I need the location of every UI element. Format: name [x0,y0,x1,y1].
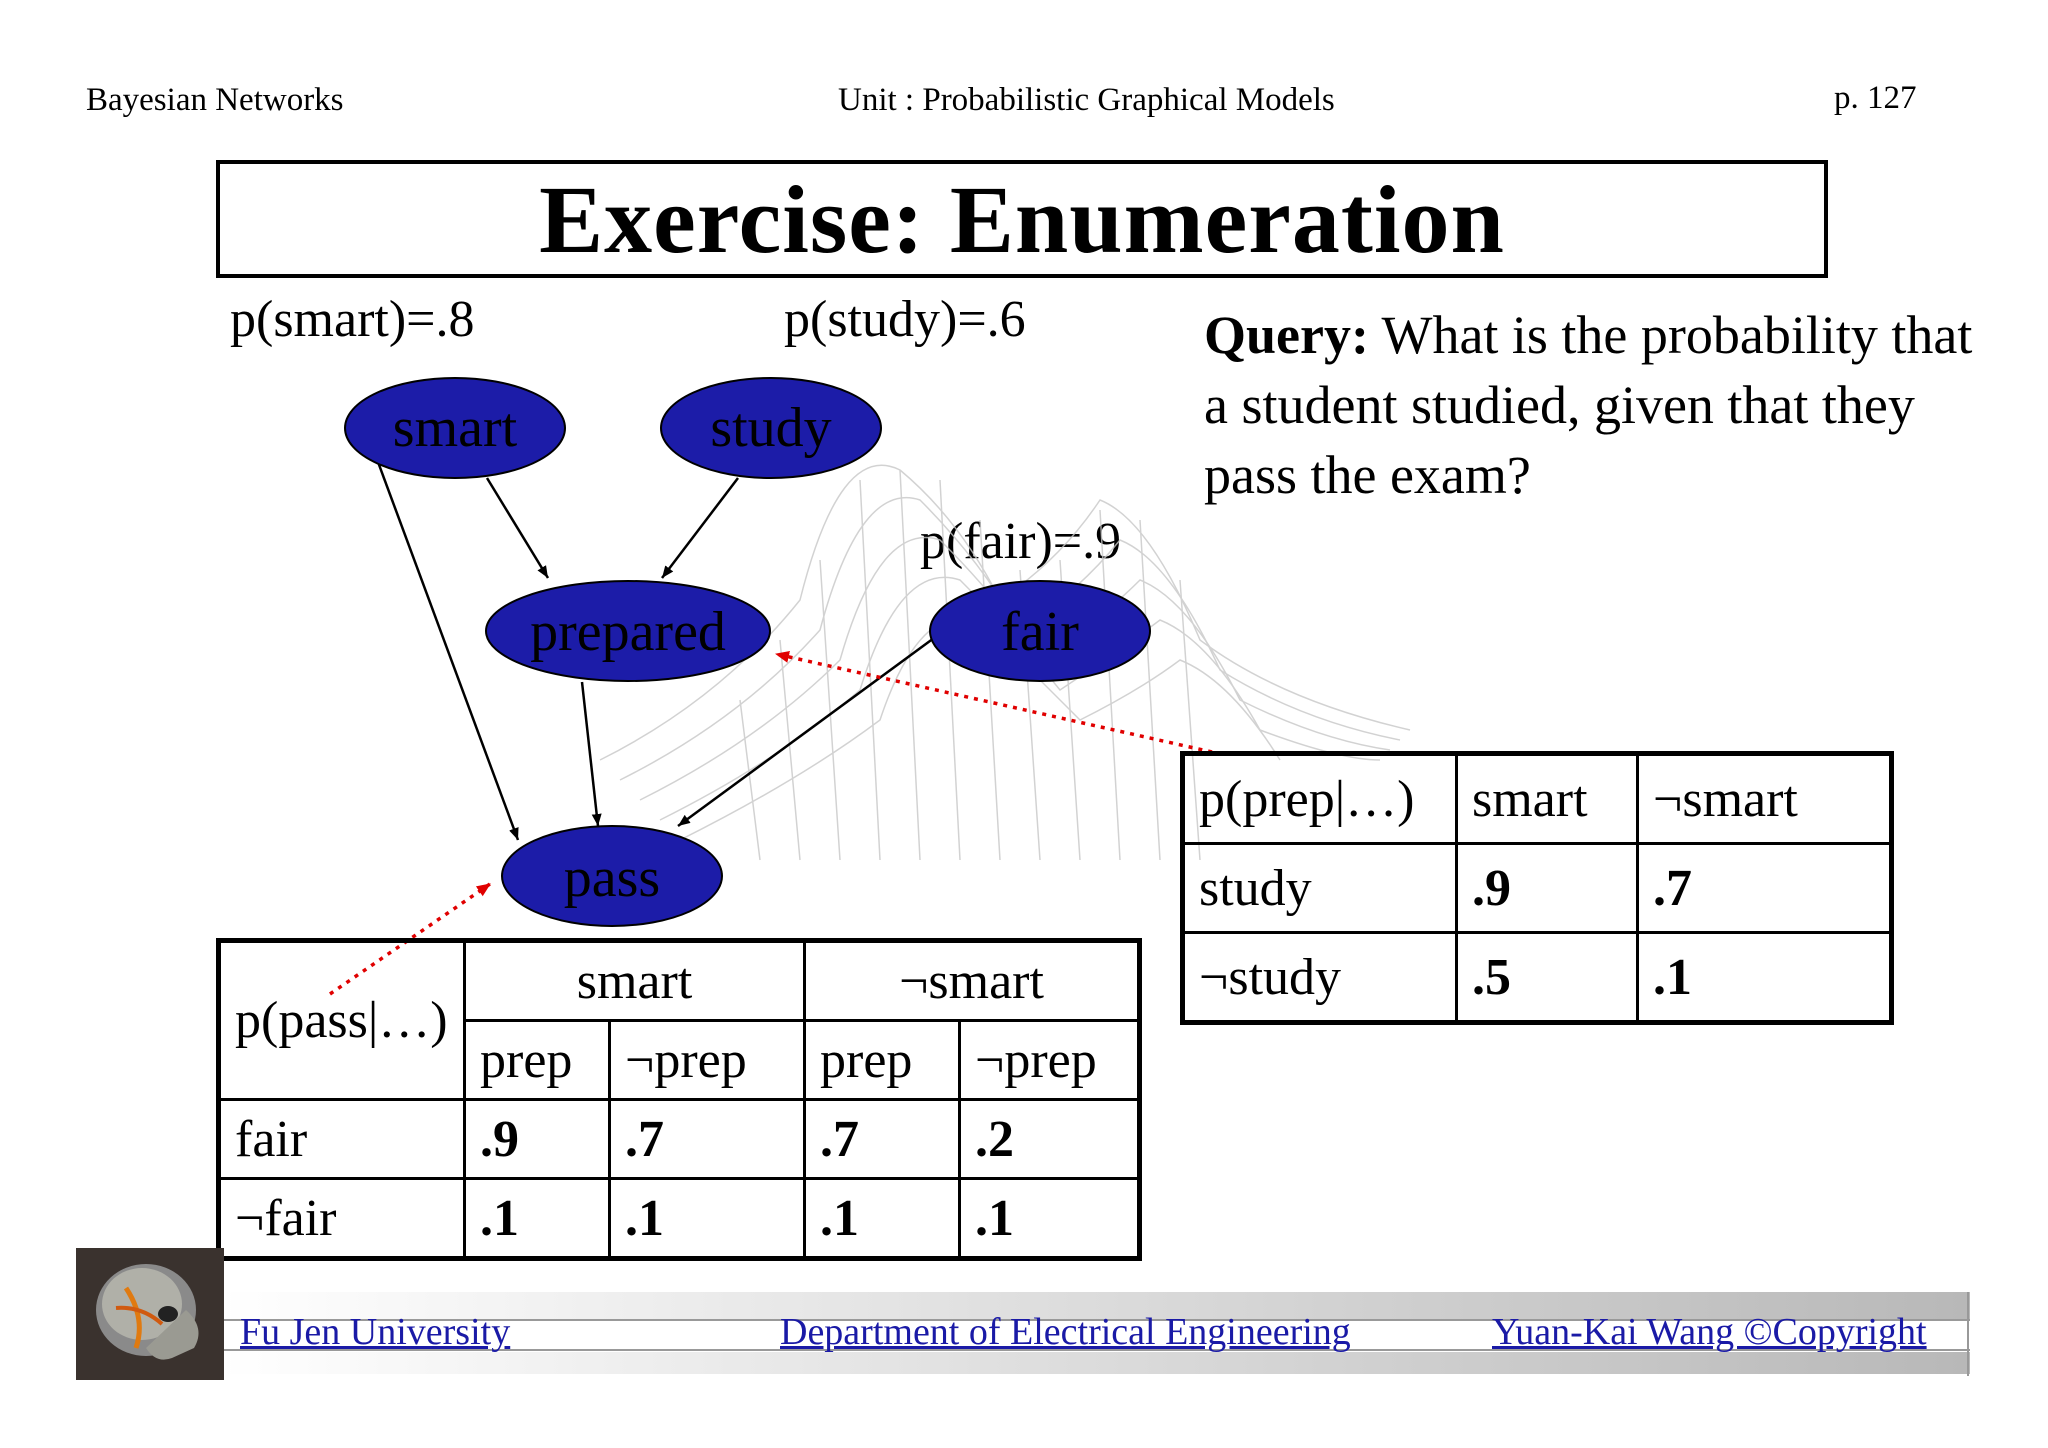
university-logo [76,1248,224,1380]
table-cell: .2 [958,1098,1141,1180]
footer-university-link[interactable]: Fu Jen University [240,1311,511,1353]
node-study-label: study [710,397,831,459]
query-text: Query: What is the probability that a st… [1204,300,2004,510]
slide-title: Exercise: Enumeration [539,165,1505,273]
pass-table-row-label: ¬fair [217,1177,466,1260]
table-row: p(prep|…) smart ¬smart [1181,752,1893,845]
table-row: fair .9 .7 .7 .2 [217,1098,1141,1180]
edge-smart-prepared [485,477,550,579]
table-cell: .1 [958,1177,1141,1260]
query-question: What is the probability that a student s… [1204,305,1973,505]
table-cell: .5 [1455,931,1639,1024]
prep-table-corner: p(prep|…) [1181,752,1458,845]
query-label: Query: [1204,305,1369,365]
table-row: prep ¬prep prep ¬prep [219,1019,1141,1101]
pass-table-group-smart: smart [463,939,806,1022]
table-row: ¬fair .1 .1 .1 .1 [217,1177,1141,1260]
table-row: p(pass|…) smart ¬smart [217,939,1141,1101]
header-course: Bayesian Networks [86,82,344,118]
edge-smart-pass [376,461,520,841]
pass-cpt-table: p(pass|…) smart ¬smart prep ¬prep prep ¬… [216,938,1142,1261]
node-study: study [660,377,882,479]
table-cell: .9 [1455,842,1639,934]
header-page-number: p. 127 [1834,80,1917,116]
edge-fair-pass [677,636,935,828]
node-fair-label: fair [1001,601,1079,663]
node-pass: pass [501,825,723,927]
prep-table-col-smart: smart [1455,752,1639,845]
edge-study-prepared [661,477,739,579]
pass-table-subcol: prep [463,1019,611,1101]
table-cell: .1 [608,1177,806,1260]
pass-table-subcol: ¬prep [608,1019,806,1101]
table-row: ¬study .5 .1 [1181,931,1893,1024]
table-cell: .1 [803,1177,961,1260]
pass-table-row-label: fair [217,1098,466,1180]
prep-table-row-label: ¬study [1181,931,1458,1024]
node-smart: smart [344,377,566,479]
node-fair: fair [929,580,1151,682]
pass-table-subcol: prep [803,1019,961,1101]
prior-smart: p(smart)=.8 [230,291,475,348]
prior-fair: p(fair)=.9 [920,513,1122,570]
node-prepared: prepared [485,580,771,682]
pass-table-subcol: ¬prep [958,1019,1141,1101]
prior-study: p(study)=.6 [784,291,1026,348]
footer-copyright-link[interactable]: Yuan-Kai Wang ©Copyright [1492,1311,1927,1353]
footer-department-link[interactable]: Department of Electrical Engineering [780,1311,1351,1353]
node-pass-label: pass [564,847,660,909]
edges [376,461,935,841]
node-prepared-label: prepared [530,601,726,663]
table-cell: .7 [608,1098,806,1180]
table-cell: .9 [463,1098,611,1180]
table-cell: .7 [803,1098,961,1180]
footer-bar [220,1292,1970,1376]
header-unit: Unit : Probabilistic Graphical Models [838,82,1335,118]
pointer-prep-table-arrow [775,650,1213,754]
table-row: study .9 .7 [1181,842,1893,934]
prep-table-col-not-smart: ¬smart [1636,752,1893,845]
edge-prepared-pass [580,681,602,827]
prep-cpt-table: p(prep|…) smart ¬smart study .9 .7 ¬stud… [1180,751,1894,1025]
title-box: Exercise: Enumeration [216,160,1828,278]
pass-table-corner: p(pass|…) [217,939,466,1101]
table-cell: .7 [1636,842,1893,934]
table-cell: .1 [463,1177,611,1260]
pass-table-group-not-smart: ¬smart [803,939,1141,1022]
node-smart-label: smart [393,397,518,459]
prep-table-row-label: study [1181,842,1458,934]
table-cell: .1 [1636,931,1893,1024]
